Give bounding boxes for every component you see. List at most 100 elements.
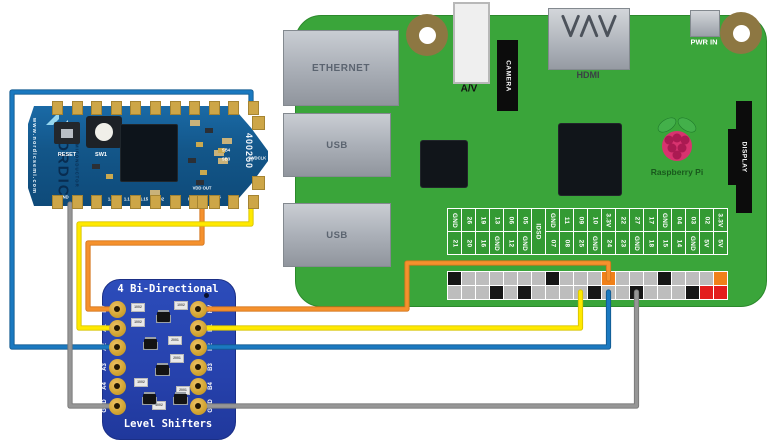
shifter-pad-a1 [108,319,126,337]
gpio-pin-gray [644,286,657,299]
gpio-label-11: 11 [560,209,573,231]
gpio-label-03: 03 [686,209,699,231]
gpio-label-09: 09 [574,209,587,231]
shifter-pin-label: A3 [101,363,108,371]
nordic-pad-top [248,101,259,115]
shifter-pad-b1 [189,319,207,337]
gpio-pin-red [700,286,713,299]
nordic-mcu-chip [120,124,178,182]
usb-label: USB [326,229,348,241]
nordic-pad-top [130,101,142,115]
gpio-label-19: 19 [476,209,489,231]
av-label: A/V [460,83,478,95]
nordic-smd [188,158,196,163]
ethernet-label: ETHERNET [312,62,370,74]
gpio-pin-black [448,272,461,285]
shifter-pin-label: GND [101,399,108,413]
gpio-label-25: 25 [574,232,587,254]
shifter-pad-a4 [108,377,126,395]
hdmi-label: HDMI [576,70,600,80]
nordic-pad-top [228,101,240,115]
gpio-pin-gray [518,272,531,285]
nordic-smd [92,164,100,169]
camera-connector [497,40,518,111]
nordic-pad-bottom [71,195,83,209]
shifter-pad-a3 [108,358,126,376]
gpio-pin-gray [504,272,517,285]
gpio-label-5V: 5V [714,232,727,254]
smd-resistor: 2001 [168,335,182,345]
gpio-label-3.3V: 3.3V [602,209,615,231]
mounting-hole-topright [720,12,762,54]
gpio-pin-gray [504,286,517,299]
gpio-pin-gray [672,286,685,299]
pi-chip-small [420,140,468,188]
gpio-pin-gray [532,272,545,285]
raspberry-pi-logo-icon [657,117,697,161]
gpio-pin-gray [476,286,489,299]
gpio-pin-gray [700,272,713,285]
shifter-pin-label: B1 [207,324,214,332]
nordic-pad-top [110,101,122,115]
gpio-label-5V: 5V [700,232,713,254]
gpio-label-26: 26 [462,209,475,231]
ethernet-port: ETHERNET [283,30,399,106]
nordic-pad-top [91,101,103,115]
gpio-label-GND: GND [546,209,559,231]
gpio-pin-black [490,286,503,299]
gpio-pin-gray [546,286,559,299]
gpio-pin-gray [448,286,461,299]
sw1-button-cap [95,123,113,141]
gpio-pin-orange [714,272,727,285]
gpio-label-GND: GND [518,232,531,254]
av-connector [453,2,490,84]
smd-resistor: 1002 [174,300,188,310]
nordic-smd [222,138,232,144]
nordic-pad-bottom [248,195,259,209]
nordic-brand-sub: SEMICONDUCTOR [74,136,80,188]
gpio-label-3.3V: 3.3V [714,209,727,231]
shifter-pin-label: GND [207,399,214,413]
gpio-pin-black [546,272,559,285]
wire-gray-gnd [196,290,639,408]
shifter-pin-label: HV [207,304,214,314]
nordic-pad-top [71,101,83,115]
sw1-button [86,116,122,148]
reset-button [54,122,80,144]
gpio-pin-gray [616,272,629,285]
gpio-pin-red [714,286,727,299]
nordic-pad-bottom [228,195,240,209]
gpio-pin-gray [462,272,475,285]
pwr-in-label: PWR IN [690,37,718,47]
nordic-pad-bottom [110,195,122,209]
nordic-pad-top [189,101,201,115]
nordic-pad-tip [252,176,265,190]
gpio-pin-gray [630,272,643,285]
gpio-pin-gray [560,286,573,299]
gpio-pin-gray [462,286,475,299]
nordic-pad-tip [252,116,265,130]
gpio-label-18: 18 [644,232,657,254]
gpio-pin-black [658,272,671,285]
nordic-url: www.nordicsemi.com [31,117,37,195]
nordic-part-number: 400250 [244,132,254,170]
gpio-pin-gray [574,272,587,285]
usb-port-bottom: USB [283,203,391,267]
smd-resistor: 1002 [131,302,145,312]
gpio-label-15: 15 [658,232,671,254]
gpio-label-GND: GND [658,209,671,231]
gpio-label-GND: GND [686,232,699,254]
nordic-pad-bottom [169,195,181,209]
gpio-label-23: 23 [616,232,629,254]
shifter-pad-gnd [189,397,207,415]
nordic-pad-vddout [197,195,208,209]
gpio-label-22: 22 [616,209,629,231]
smd-transistor [143,339,157,349]
nordic-vddout-label: VDD OUT [192,185,212,191]
gpio-label-GND: GND [588,232,601,254]
gpio-pin-gray [476,272,489,285]
level-shifter-subtitle: Level Shifters [123,418,213,430]
nordic-pad-top [52,101,63,115]
pi-chip-large [558,123,622,196]
